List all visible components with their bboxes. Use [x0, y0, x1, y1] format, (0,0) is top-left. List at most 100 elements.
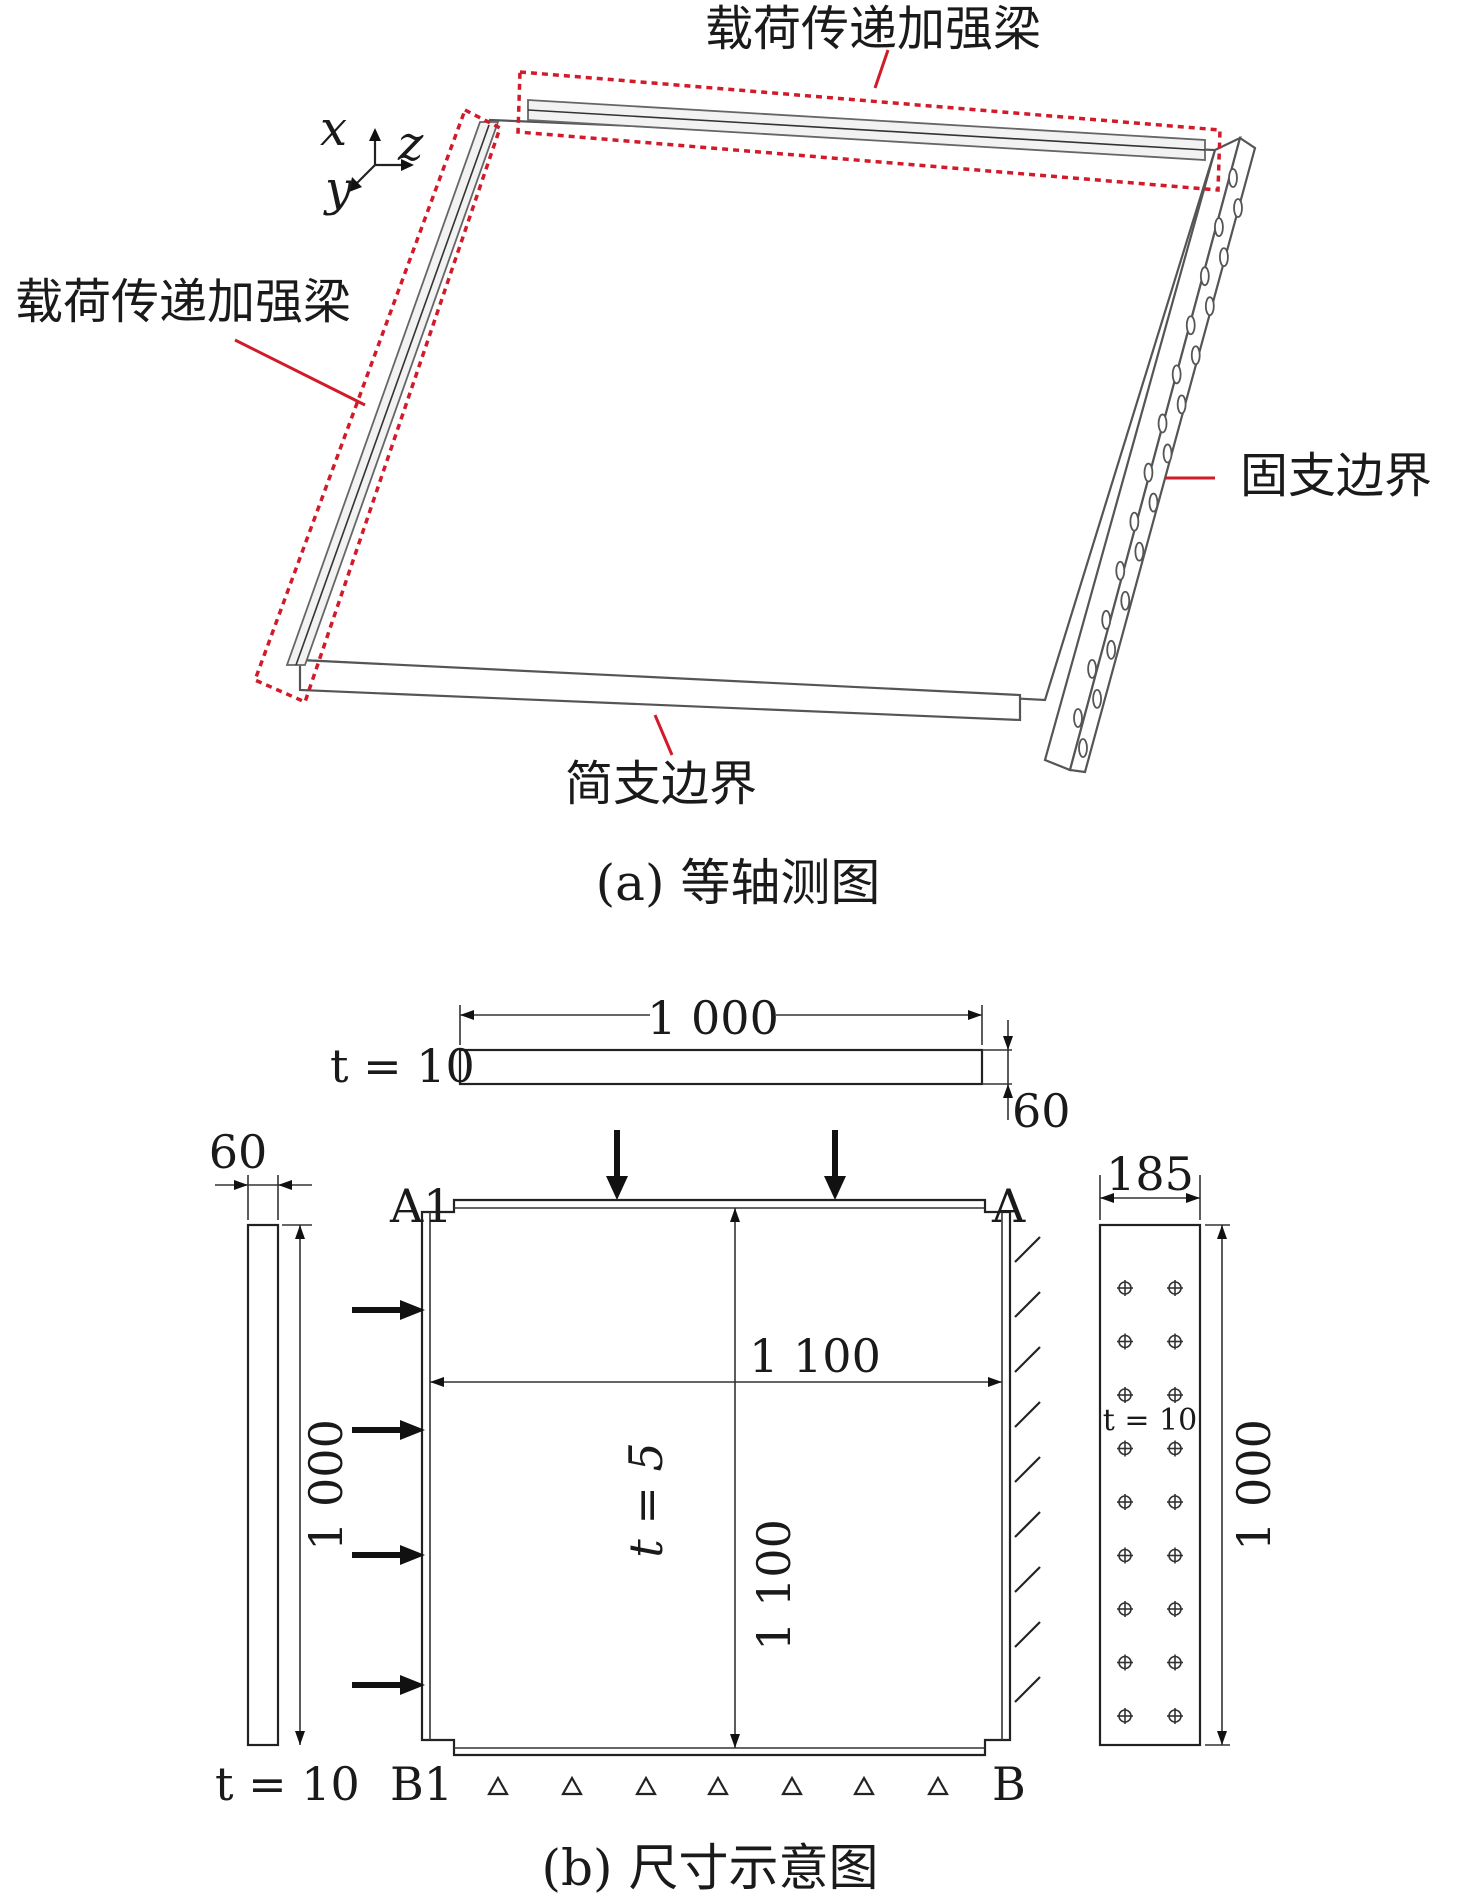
support-triangle — [487, 1775, 509, 1796]
bolt-hole — [1115, 560, 1126, 581]
bolt-hole — [1078, 738, 1088, 758]
top-beam-thickness: t = 10 — [330, 1039, 475, 1093]
bolt-hole — [1167, 1440, 1183, 1457]
bolt-hole — [1219, 247, 1229, 267]
bolt-hole — [1162, 443, 1173, 464]
bolt-hole — [1134, 541, 1145, 562]
bolt-hole — [1157, 413, 1168, 434]
corner-B1: B1 — [390, 1757, 453, 1811]
bolt-hole — [1167, 1708, 1183, 1724]
bolt-hole — [1167, 1494, 1183, 1510]
plate-height: 1 100 — [747, 1519, 801, 1651]
support-triangle — [927, 1775, 949, 1796]
bolt-hole — [1129, 511, 1140, 532]
bolt-hole — [1117, 1333, 1133, 1350]
bolt-hole — [1204, 296, 1215, 317]
right-plate-rect — [1098, 1223, 1202, 1747]
bolt-hole — [1120, 590, 1131, 611]
hatch-mark — [1014, 1511, 1041, 1538]
label-simple-boundary: 简支边界 — [565, 756, 757, 812]
top-beam-length: 1 000 — [647, 991, 779, 1045]
bolt-hole — [1117, 1440, 1133, 1457]
support-triangle — [561, 1775, 583, 1796]
hatch-mark — [1014, 1236, 1041, 1263]
highlight-top-beam — [516, 70, 1222, 192]
support-triangle — [781, 1775, 803, 1796]
bolt-hole — [1167, 1547, 1183, 1564]
hatch-mark — [1014, 1676, 1041, 1703]
hatch-mark — [1014, 1566, 1041, 1593]
label-left-beam: 载荷传递加强梁 — [15, 274, 351, 330]
top-load-arrows — [606, 1130, 846, 1200]
bolt-hole — [1199, 266, 1210, 287]
axis-x-label: x — [320, 101, 347, 157]
top-beam-height: 60 — [1012, 1084, 1071, 1138]
bolt-hole — [1233, 198, 1243, 218]
left-beam-thickness: t = 10 — [215, 1757, 360, 1811]
hatch-mark — [1014, 1346, 1041, 1373]
caption-a: (a) 等轴测图 — [596, 854, 881, 912]
bolt-hole — [1117, 1494, 1133, 1510]
bolt-hole — [1117, 1708, 1133, 1724]
support-triangle — [635, 1775, 657, 1796]
bolt-hole — [1167, 1601, 1183, 1617]
right-plate-thickness: t = 10 — [1103, 1403, 1197, 1438]
hatch-mark — [1014, 1401, 1041, 1428]
caption-b: (b) 尺寸示意图 — [542, 1839, 879, 1897]
bolt-hole — [1167, 1280, 1183, 1296]
bolt-hole — [1117, 1654, 1133, 1671]
fixed-plate-holes — [1073, 168, 1243, 758]
bolt-hole — [1167, 1387, 1183, 1403]
bolt-hole — [1176, 394, 1187, 415]
bolt-hole — [1106, 639, 1117, 660]
right-plate-holes — [1117, 1280, 1183, 1724]
support-triangle — [853, 1775, 875, 1796]
main-plate-iso — [298, 118, 1217, 702]
bolt-hole — [1190, 345, 1201, 366]
bolt-hole — [1117, 1601, 1133, 1617]
bolt-hole — [1101, 609, 1112, 630]
top-beam-rect — [458, 1048, 984, 1086]
bolt-hole — [1117, 1387, 1133, 1403]
support-triangle — [707, 1775, 729, 1796]
bolt-hole — [1148, 492, 1159, 513]
bolt-hole — [1117, 1280, 1133, 1296]
bolt-hole — [1167, 1333, 1183, 1350]
load-arrowhead — [400, 1675, 425, 1695]
left-load-arrows — [352, 1300, 425, 1695]
corner-B: B — [992, 1757, 1026, 1811]
load-arrowhead — [400, 1300, 425, 1320]
highlight-left-beam — [252, 107, 503, 705]
bolt-hole — [1143, 462, 1154, 483]
load-arrowhead — [400, 1420, 425, 1440]
simple-edge-strip — [298, 658, 1022, 722]
bolt-hole — [1092, 689, 1102, 709]
simple-support-triangles — [487, 1775, 949, 1796]
right-plate-length: 1 000 — [1227, 1419, 1281, 1551]
corner-A1: A1 — [389, 1179, 453, 1233]
right-plate-width: 185 — [1106, 1147, 1194, 1201]
plate-width: 1 100 — [749, 1329, 881, 1383]
bolt-hole — [1087, 659, 1097, 679]
panel-b-dimensions: 1 000 t = 10 60 60 1 000 t = 10 1 100 1 — [209, 990, 1281, 1897]
bolt-hole — [1185, 315, 1196, 336]
bolt-hole — [1117, 1547, 1133, 1564]
hatch-mark — [1014, 1621, 1041, 1648]
axis-triad: x z y — [320, 101, 424, 217]
panel-a-isometric: x z y 载荷传递加强梁 载荷传递加强梁 固支边界 简支边界 (a) 等轴测图 — [15, 1, 1432, 912]
corner-A: A — [991, 1179, 1026, 1233]
hatch-mark — [1014, 1291, 1041, 1318]
label-fixed-boundary: 固支边界 — [1240, 448, 1432, 504]
bolt-hole — [1073, 708, 1083, 728]
axis-y-label: y — [323, 161, 353, 217]
bolt-hole — [1228, 168, 1238, 188]
plate-thickness: t = 5 — [619, 1442, 673, 1558]
load-arrowhead — [400, 1545, 425, 1565]
left-beam-width: 60 — [209, 1125, 268, 1179]
fixed-support-hatch — [1014, 1236, 1041, 1703]
main-plate-outline — [420, 1198, 1012, 1757]
left-beam-rect — [246, 1223, 280, 1747]
hatch-mark — [1014, 1456, 1041, 1483]
bolt-hole — [1167, 1654, 1183, 1671]
